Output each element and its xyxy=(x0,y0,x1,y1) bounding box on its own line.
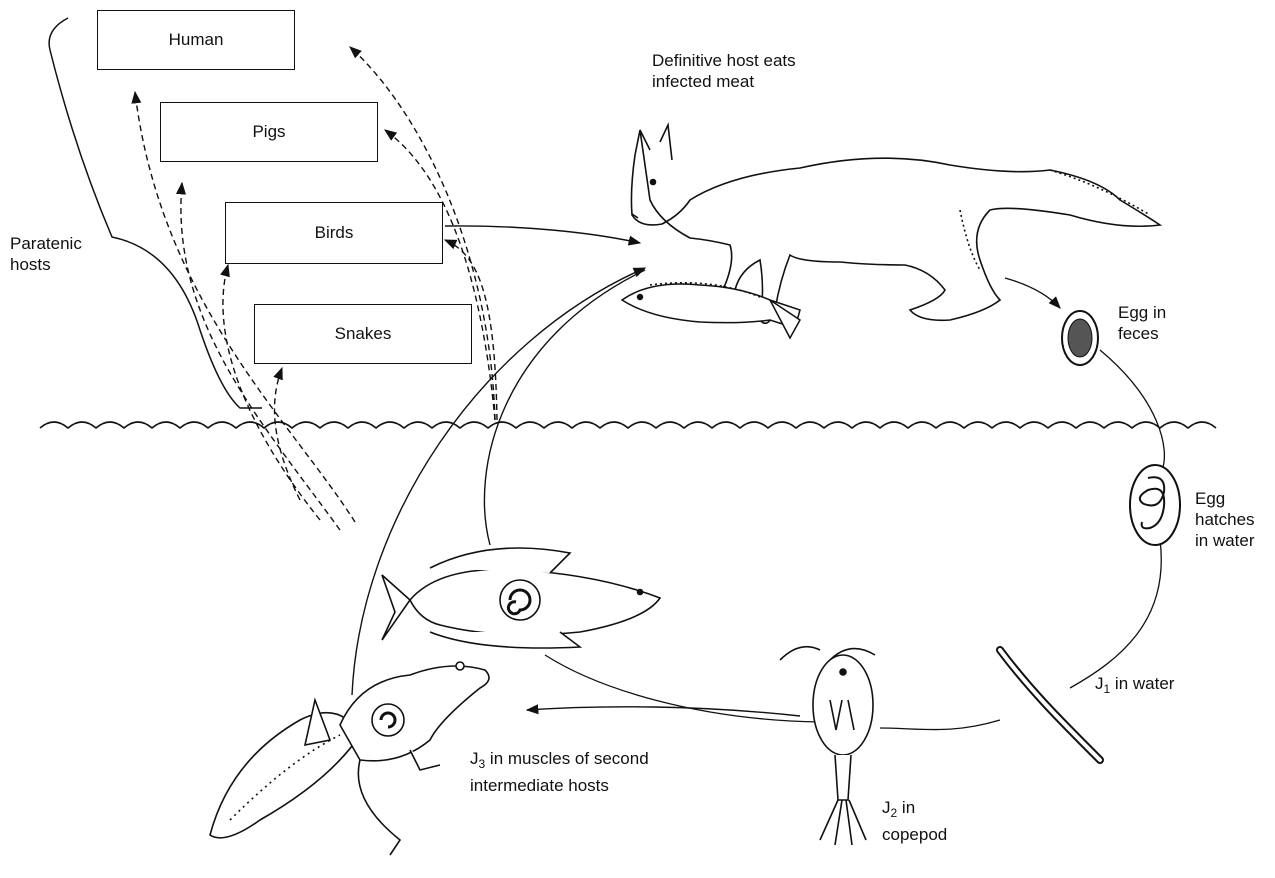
j3-suffix: in muscles of second xyxy=(485,749,648,768)
fox-to-egg-arrow xyxy=(1005,278,1060,308)
larva-icon xyxy=(1000,650,1100,760)
definitive-line1: Definitive host eats xyxy=(652,50,796,71)
j3-label: J3 in muscles of second intermediate hos… xyxy=(470,748,649,796)
egg-feces-line1: Egg in xyxy=(1118,302,1166,323)
egg-hatch-line3: in water xyxy=(1195,530,1255,551)
copepod-to-frog-arrow xyxy=(527,707,800,716)
egg-feces-label: Egg in feces xyxy=(1118,302,1166,344)
host-box-human: Human xyxy=(97,10,295,70)
j1-label: J1 in water xyxy=(1095,673,1174,700)
j3-prefix: J xyxy=(470,749,479,768)
host-label-pigs: Pigs xyxy=(252,122,285,142)
egg-hatch-line1: Egg xyxy=(1195,488,1255,509)
host-box-pigs: Pigs xyxy=(160,102,378,162)
paratenic-label: Paratenic hosts xyxy=(10,233,82,275)
j2-prefix: J xyxy=(882,798,891,817)
tadpole-frog-icon xyxy=(210,662,489,855)
j1-suffix: in water xyxy=(1110,674,1174,693)
definitive-line2: infected meat xyxy=(652,71,796,92)
birds-to-fox-arrow xyxy=(445,226,640,243)
host-label-snakes: Snakes xyxy=(335,324,392,344)
definitive-host-label: Definitive host eats infected meat xyxy=(652,50,796,92)
egg-hatches-label: Egg hatches in water xyxy=(1195,488,1255,551)
fish-second-host-icon xyxy=(382,548,660,648)
j3-line2: intermediate hosts xyxy=(470,775,649,796)
j2-label: J2 in copepod xyxy=(882,797,947,845)
egg-hatch-line2: hatches xyxy=(1195,509,1255,530)
egg-icon xyxy=(1062,311,1098,365)
hatching-egg-icon xyxy=(1130,465,1180,545)
paratenic-line1: Paratenic xyxy=(10,233,82,254)
j1-prefix: J xyxy=(1095,674,1104,693)
j2-suffix: in xyxy=(897,798,915,817)
host-box-birds: Birds xyxy=(225,202,443,264)
host-label-human: Human xyxy=(169,30,224,50)
j2-line2: copepod xyxy=(882,824,947,845)
paratenic-line2: hosts xyxy=(10,254,82,275)
host-label-birds: Birds xyxy=(315,223,354,243)
copepod-icon xyxy=(780,647,875,845)
host-box-snakes: Snakes xyxy=(254,304,472,364)
water-surface-icon xyxy=(40,422,1216,428)
fish-to-fox-arrow xyxy=(484,270,645,545)
egg-feces-line2: feces xyxy=(1118,323,1166,344)
